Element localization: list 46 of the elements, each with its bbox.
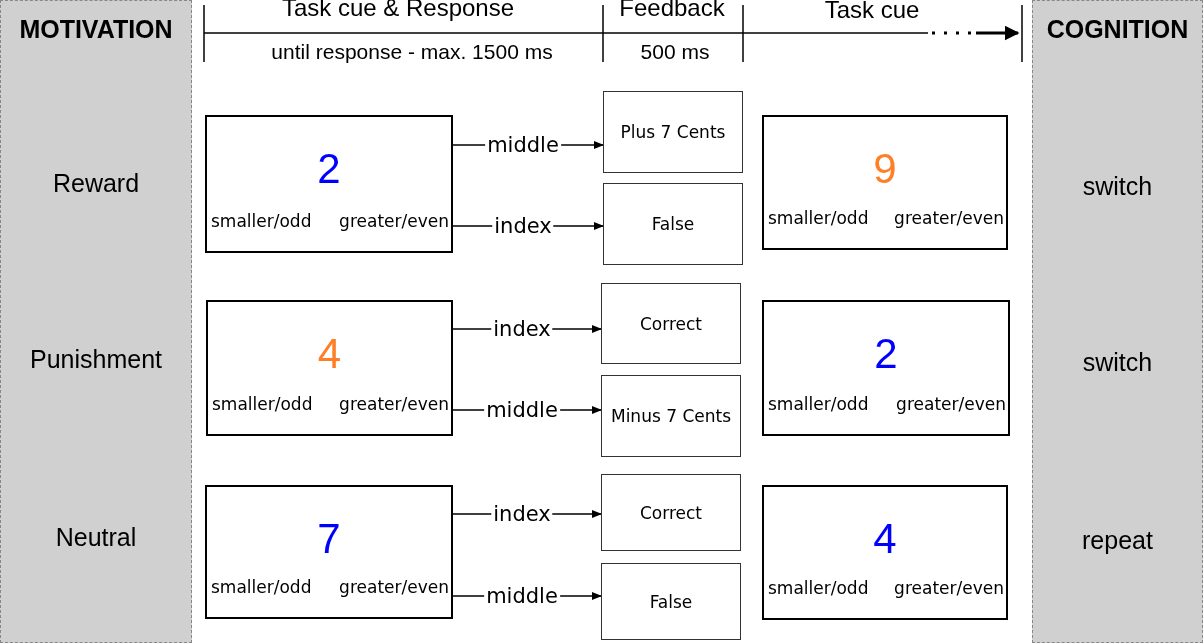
condition-label: repeat: [1081, 526, 1154, 555]
feedback-text: Correct: [639, 313, 703, 334]
cognition-panel: [1032, 0, 1203, 643]
response-option: smaller/odd: [211, 211, 312, 231]
response-option: smaller/odd: [768, 394, 869, 414]
response-option: greater/even: [339, 394, 449, 414]
feedback-box: [603, 91, 743, 173]
response-option: smaller/odd: [768, 578, 869, 598]
feedback-text: False: [649, 591, 693, 612]
panel-heading: MOTIVATION: [18, 15, 174, 44]
condition-label: switch: [1081, 348, 1154, 377]
feedback-box: [601, 474, 741, 551]
condition-label: switch: [1081, 172, 1154, 201]
condition-label: Reward: [51, 169, 141, 198]
stimulus-digit: 2: [873, 330, 899, 378]
feedback-box: [601, 563, 741, 640]
stimulus-digit: 4: [316, 330, 343, 378]
condition-label: Punishment: [29, 345, 163, 374]
response-option: greater/even: [894, 208, 1004, 228]
feedback-box: [601, 375, 741, 457]
stimulus-digit: 7: [316, 515, 342, 563]
feedback-box: [601, 283, 741, 364]
stimulus-screen: [206, 300, 453, 436]
stimulus-screen: [205, 485, 453, 619]
stimulus-digit: 4: [872, 515, 898, 563]
response-option: greater/even: [339, 577, 449, 597]
feedback-text: False: [651, 214, 695, 234]
stimulus-digit: 2: [316, 145, 342, 193]
response-option: greater/even: [339, 211, 449, 231]
feedback-text: Correct: [639, 502, 703, 523]
response-option: smaller/odd: [768, 208, 869, 228]
response-option: greater/even: [894, 578, 1004, 598]
stimulus-screen: [762, 300, 1010, 436]
motivation-panel: [0, 0, 192, 643]
stimulus-screen: [205, 115, 453, 253]
response-option: smaller/odd: [212, 394, 313, 414]
response-option: smaller/odd: [211, 577, 312, 597]
panel-heading: COGNITION: [1045, 15, 1190, 44]
stimulus-screen: [762, 115, 1008, 250]
feedback-box: [603, 183, 743, 265]
feedback-text: Plus 7 Cents: [620, 122, 726, 142]
stimulus-digit: 9: [872, 145, 898, 193]
response-option: greater/even: [896, 394, 1006, 414]
feedback-text: Minus 7 Cents: [610, 406, 731, 426]
stimulus-screen: [762, 485, 1008, 620]
condition-label: Neutral: [54, 523, 138, 552]
